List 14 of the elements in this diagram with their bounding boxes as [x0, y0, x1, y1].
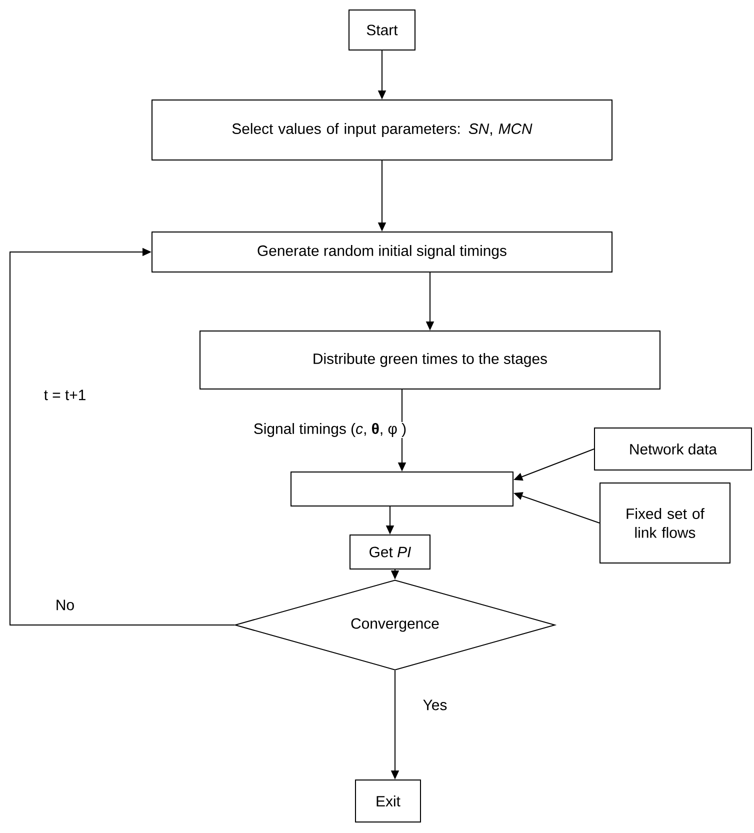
process-box: Generate random initial signal timings [152, 232, 612, 272]
edge-label: No [54, 598, 76, 612]
process-box: Fixed set of link flows [600, 482, 730, 564]
edge-label: Yes [422, 698, 448, 712]
arrow [10, 248, 235, 626]
process-box: Select values of input parameters: SN, MCN [152, 100, 612, 160]
loop-label: t = t+1 [42, 388, 88, 402]
process-box: Distribute green times to the stages [200, 330, 660, 390]
edge-label: Signal timings (c, θ, φ ) [252, 422, 408, 438]
process-box [290, 472, 514, 506]
process-box: Exit [355, 780, 421, 822]
process-box: Get PI [350, 534, 430, 570]
process-box: Start [348, 10, 416, 50]
process-box: Network data [594, 428, 752, 470]
